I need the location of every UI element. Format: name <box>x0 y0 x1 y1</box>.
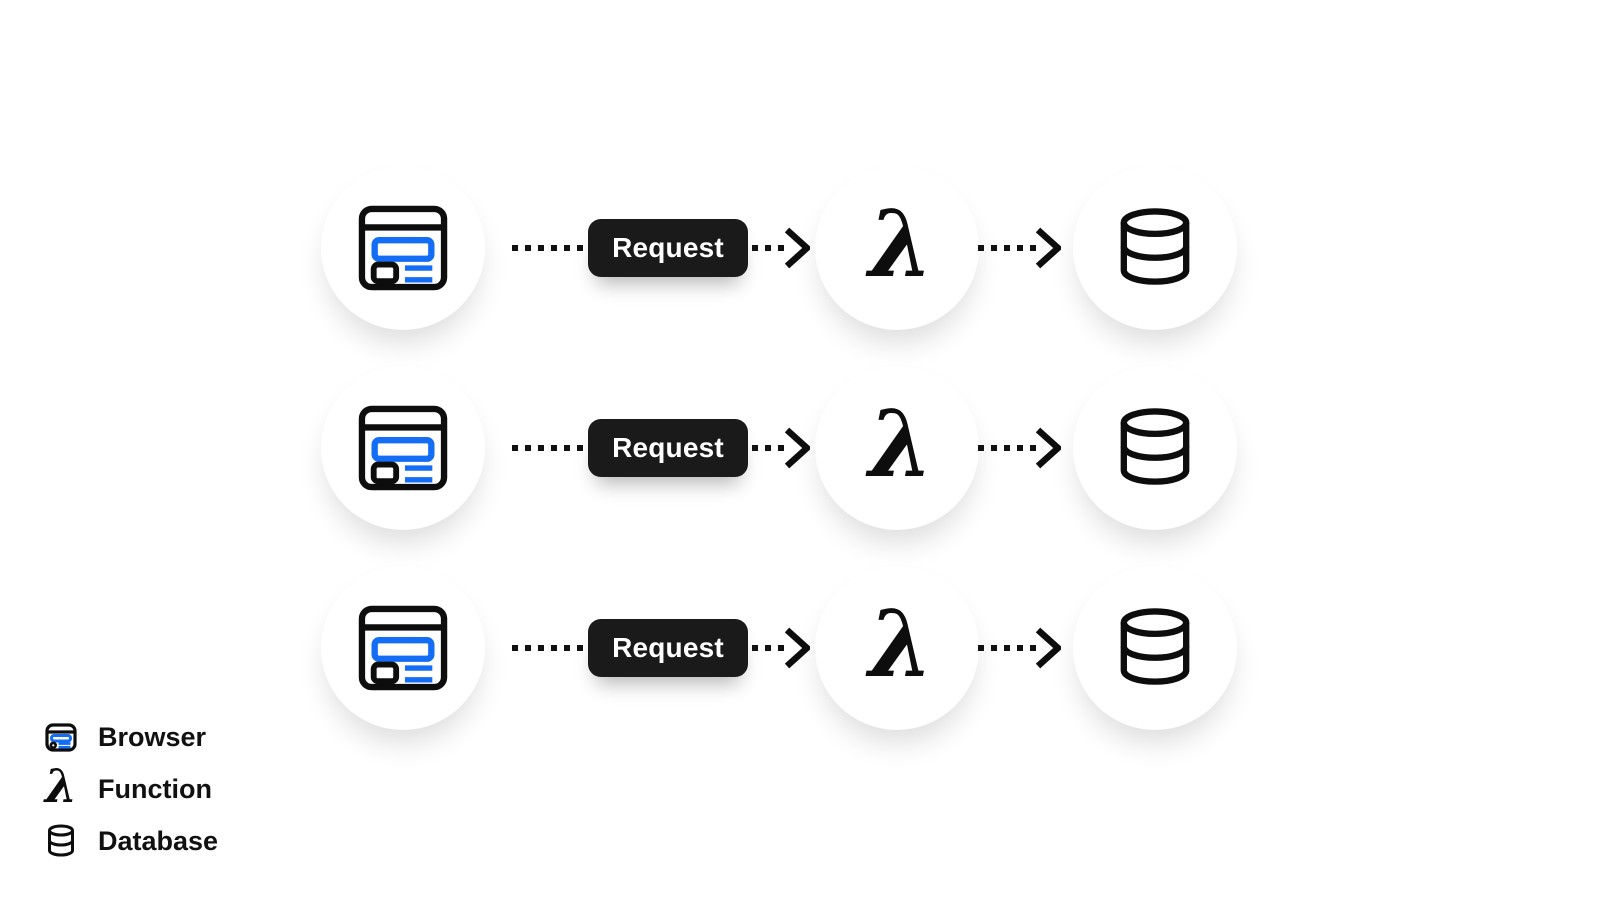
dotted-connector <box>752 445 786 451</box>
database-icon <box>1117 408 1193 488</box>
flow-row: Request λ <box>0 366 1600 530</box>
database-node <box>1073 566 1237 730</box>
flow-row: Request λ <box>0 566 1600 730</box>
arrowhead-icon <box>784 226 810 270</box>
legend-item-database: Database <box>44 815 218 867</box>
arrowhead-icon <box>1035 626 1061 670</box>
flow-row: Request λ <box>0 166 1600 330</box>
lambda-icon: λ <box>868 190 934 298</box>
legend-label: Database <box>98 825 219 856</box>
database-node <box>1073 166 1237 330</box>
lambda-icon: λ <box>868 590 934 698</box>
function-node: λ <box>815 166 979 330</box>
dotted-connector <box>978 645 1036 651</box>
database-node <box>1073 366 1237 530</box>
dotted-connector <box>512 645 586 651</box>
browser-node <box>321 166 485 330</box>
request-badge: Request <box>588 619 748 677</box>
arrowhead-icon <box>784 626 810 670</box>
arrowhead-icon <box>1035 226 1061 270</box>
browser-icon <box>44 722 78 752</box>
lambda-icon: λ <box>44 759 78 813</box>
browser-icon <box>358 605 448 691</box>
browser-icon <box>358 205 448 291</box>
dotted-connector <box>512 445 586 451</box>
request-badge: Request <box>588 419 748 477</box>
legend-item-browser: Browser <box>44 711 218 763</box>
dotted-connector <box>512 245 586 251</box>
browser-node <box>321 366 485 530</box>
database-icon <box>1117 208 1193 288</box>
database-icon <box>1117 608 1193 688</box>
function-node: λ <box>815 566 979 730</box>
dotted-connector <box>978 445 1036 451</box>
browser-icon <box>358 405 448 491</box>
request-badge: Request <box>588 219 748 277</box>
legend-item-function: λ Function <box>44 763 218 815</box>
legend: Browser λ Function Database <box>44 711 218 867</box>
function-node: λ <box>815 366 979 530</box>
legend-label: Function <box>98 773 212 804</box>
lambda-icon: λ <box>868 390 934 498</box>
arrowhead-icon <box>784 426 810 470</box>
dotted-connector <box>752 245 786 251</box>
database-icon <box>44 824 78 858</box>
dotted-connector <box>978 245 1036 251</box>
arrowhead-icon <box>1035 426 1061 470</box>
dotted-connector <box>752 645 786 651</box>
browser-node <box>321 566 485 730</box>
legend-label: Browser <box>98 721 207 752</box>
